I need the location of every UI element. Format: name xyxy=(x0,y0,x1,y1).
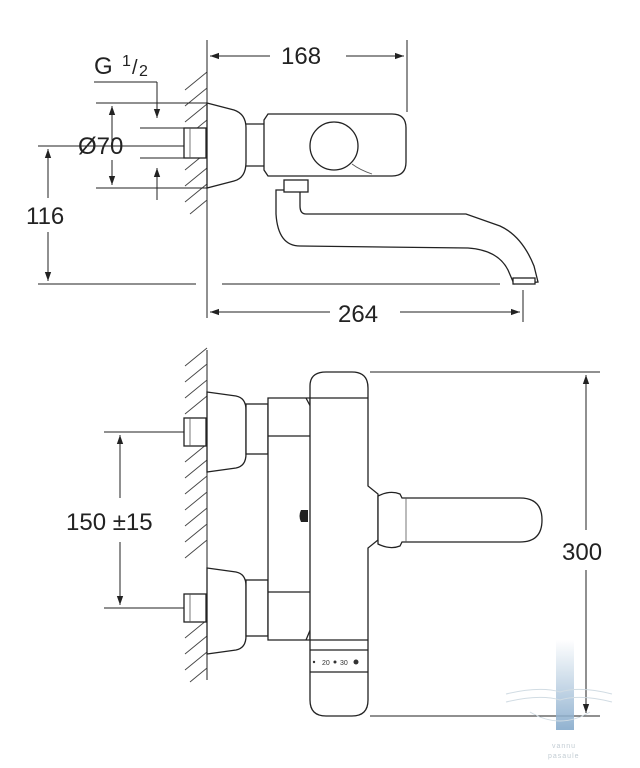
wall-connector xyxy=(183,127,207,159)
thread-callout: G 1 / 2 xyxy=(94,53,161,200)
depth-168-label: 168 xyxy=(281,43,321,70)
spacing-dimension: 150 ±15 xyxy=(66,431,184,609)
thread-fraction-slash: / xyxy=(132,57,138,79)
watermark-line2: pasaule xyxy=(548,753,580,760)
thread-fraction-numerator: 1 xyxy=(122,53,131,70)
thread-label: G xyxy=(94,53,113,80)
upper-escutcheon xyxy=(206,391,247,473)
spacing-label: 150 ±15 xyxy=(66,509,153,536)
thermostat-dial xyxy=(309,121,359,171)
dial-markings: 20 30 xyxy=(312,659,359,667)
dial-mark-30: 30 xyxy=(340,660,348,667)
lower-escutcheon xyxy=(206,567,247,655)
spout xyxy=(275,189,539,285)
height-116-dimension: 116 xyxy=(26,145,500,285)
reach-264-dimension: 264 xyxy=(210,290,524,328)
spout-lever xyxy=(377,491,543,549)
upper-connector xyxy=(183,417,207,447)
height-116-label: 116 xyxy=(26,203,64,230)
watermark-line1: vannu xyxy=(552,743,576,750)
thread-fraction-denominator: 2 xyxy=(139,63,148,80)
height-300-label: 300 xyxy=(562,539,602,566)
front-view: 20 30 150 ±15 300 xyxy=(66,347,602,717)
lower-connector xyxy=(183,593,207,623)
escutcheon xyxy=(206,102,247,189)
reach-264-label: 264 xyxy=(338,301,378,328)
watermark-logo: vannu pasaule xyxy=(505,640,613,760)
dial-mark-20: 20 xyxy=(322,660,330,667)
wall-hatch-front xyxy=(184,347,208,683)
depth-168-dimension: 168 xyxy=(210,40,408,112)
top-view: G 1 / 2 Ø70 116 xyxy=(26,40,539,328)
brand-mark-icon xyxy=(299,510,308,522)
